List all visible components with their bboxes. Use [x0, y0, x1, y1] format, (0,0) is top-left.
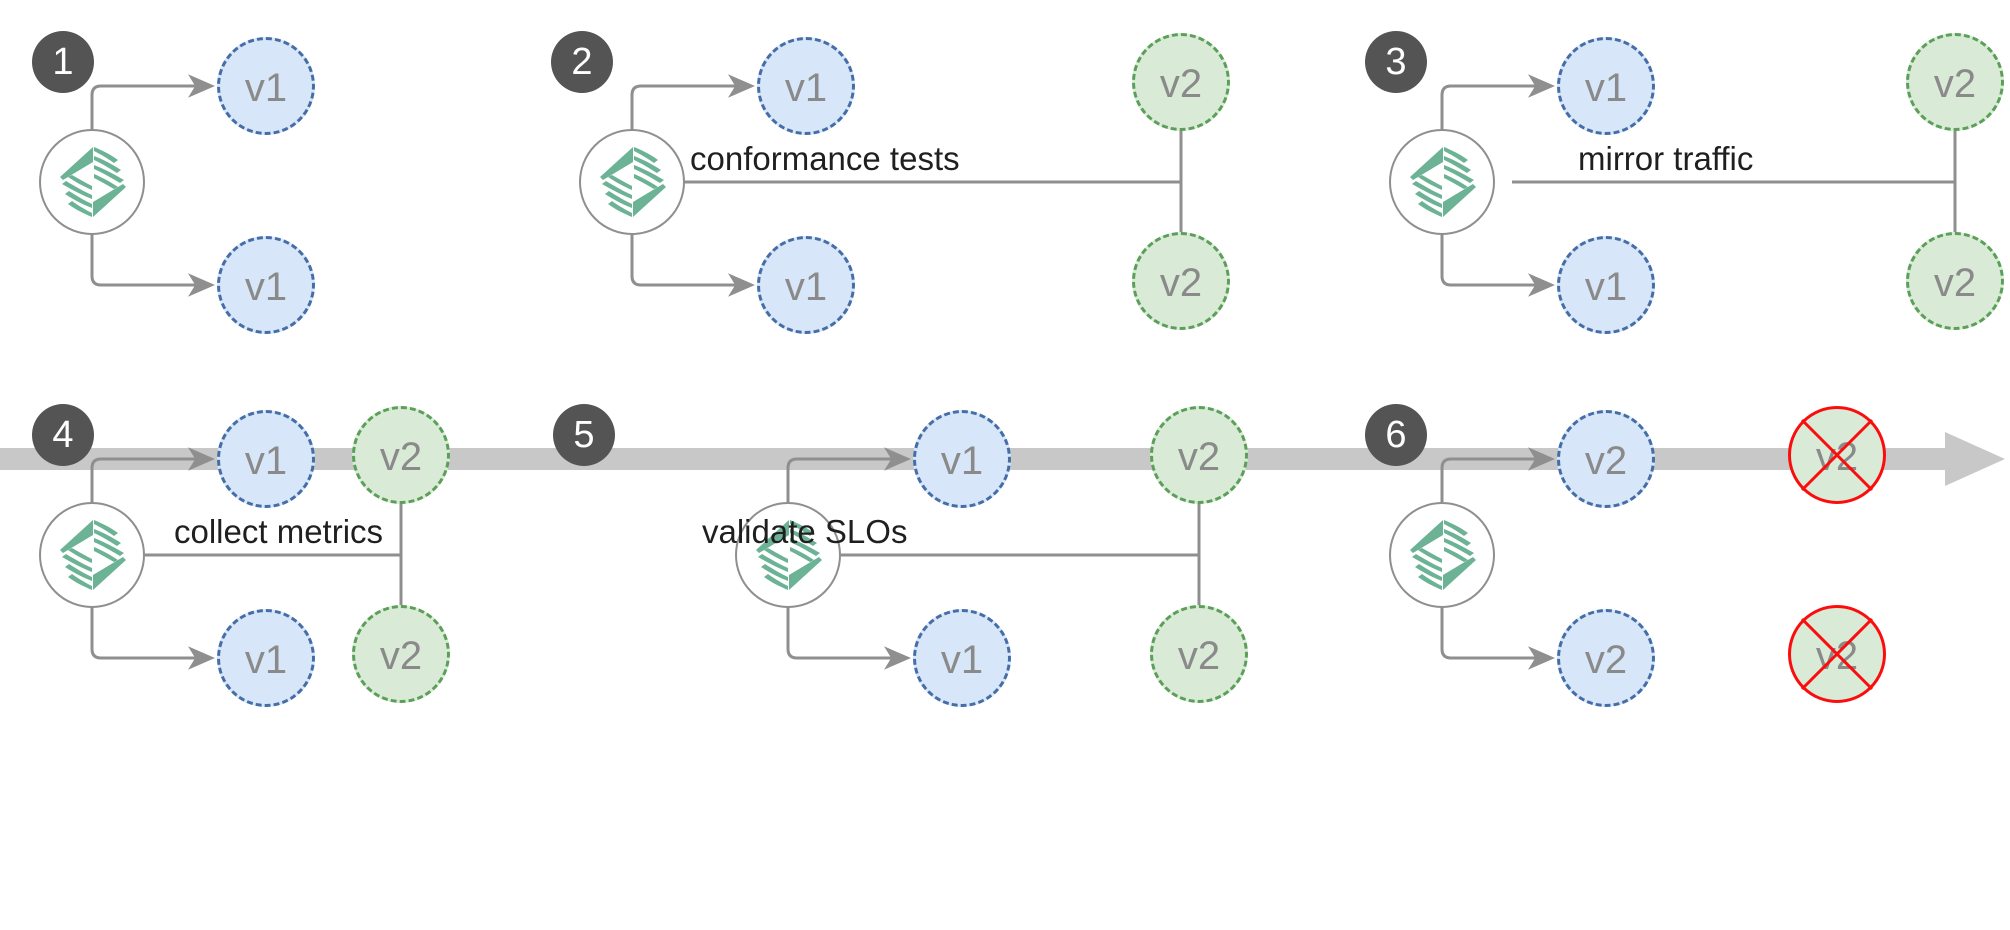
- step-badge-1[interactable]: 1: [32, 31, 94, 93]
- hub-argo-4[interactable]: [39, 502, 145, 608]
- node-v2[interactable]: v2: [1132, 33, 1230, 131]
- argo-logo-icon: [1410, 520, 1476, 590]
- node-v1[interactable]: v1: [1557, 37, 1655, 135]
- step-badge-3[interactable]: 3: [1365, 31, 1427, 93]
- node-label: v1: [784, 265, 828, 309]
- step-badge-5[interactable]: 5: [553, 404, 615, 466]
- node-v2-promoted[interactable]: v2: [1557, 609, 1655, 707]
- panel-2-connectors: [630, 74, 1193, 297]
- argo-logo-icon: [60, 520, 126, 590]
- node-label: v1: [244, 265, 288, 309]
- node-label: v2: [379, 435, 423, 479]
- node-label: v2: [1933, 62, 1977, 106]
- node-label: v2: [1933, 261, 1977, 305]
- node-v1[interactable]: v1: [217, 609, 315, 707]
- edge-label-collect-metrics[interactable]: collect metrics: [174, 513, 384, 550]
- edge-label-mirror-traffic[interactable]: mirror traffic: [1578, 140, 1754, 177]
- hub-argo-6[interactable]: [1389, 502, 1495, 608]
- node-v1[interactable]: v1: [913, 410, 1011, 508]
- node-v2-terminated[interactable]: v2: [1788, 406, 1886, 504]
- node-v2[interactable]: v2: [1150, 406, 1248, 504]
- node-v2[interactable]: v2: [1906, 33, 2004, 131]
- hub-argo-5[interactable]: [735, 502, 841, 608]
- node-label: v1: [784, 66, 828, 110]
- node-v1[interactable]: v1: [217, 410, 315, 508]
- argo-logo-icon: [60, 147, 126, 217]
- node-label: v2: [1815, 634, 1859, 678]
- hub-argo-1[interactable]: [39, 129, 145, 235]
- argo-logo-icon: [600, 147, 666, 217]
- node-label: v2: [1177, 634, 1221, 678]
- node-label: v1: [1584, 66, 1628, 110]
- node-v2-promoted[interactable]: v2: [1557, 410, 1655, 508]
- node-label: v2: [1159, 261, 1203, 305]
- node-v2[interactable]: v2: [352, 605, 450, 703]
- node-label: v1: [940, 439, 984, 483]
- edge-label-conformance-tests[interactable]: conformance tests: [690, 140, 960, 177]
- node-v2[interactable]: v2: [352, 406, 450, 504]
- node-v1[interactable]: v1: [1557, 236, 1655, 334]
- node-v2-terminated[interactable]: v2: [1788, 605, 1886, 703]
- node-label: v1: [940, 638, 984, 682]
- node-label: v2: [379, 634, 423, 678]
- node-label: v2: [1584, 439, 1628, 483]
- node-v2[interactable]: v2: [1132, 232, 1230, 330]
- node-v1[interactable]: v1: [217, 37, 315, 135]
- step-badge-2[interactable]: 2: [551, 31, 613, 93]
- node-label: v2: [1177, 435, 1221, 479]
- node-v1[interactable]: v1: [913, 609, 1011, 707]
- argo-logo-icon: [756, 520, 822, 590]
- node-label: v1: [244, 638, 288, 682]
- edge-label-validate-slos[interactable]: validate SLOs: [702, 513, 908, 550]
- argo-logo-icon: [1410, 147, 1476, 217]
- step-badge-6[interactable]: 6: [1365, 404, 1427, 466]
- node-v1[interactable]: v1: [757, 236, 855, 334]
- panel-3-connectors: [1440, 74, 1967, 297]
- panel-6-connectors: [1440, 447, 1555, 670]
- panel-1-connectors: [90, 74, 215, 297]
- node-label: v1: [1584, 265, 1628, 309]
- node-label: v2: [1815, 435, 1859, 479]
- node-label: v1: [244, 439, 288, 483]
- node-v2[interactable]: v2: [1150, 605, 1248, 703]
- node-label: v2: [1584, 638, 1628, 682]
- hub-argo-3[interactable]: [1389, 129, 1495, 235]
- hub-argo-2[interactable]: [579, 129, 685, 235]
- node-label: v1: [244, 66, 288, 110]
- node-label: v2: [1159, 62, 1203, 106]
- node-v1[interactable]: v1: [757, 37, 855, 135]
- step-badge-4[interactable]: 4: [32, 404, 94, 466]
- node-v2[interactable]: v2: [1906, 232, 2004, 330]
- node-v1[interactable]: v1: [217, 236, 315, 334]
